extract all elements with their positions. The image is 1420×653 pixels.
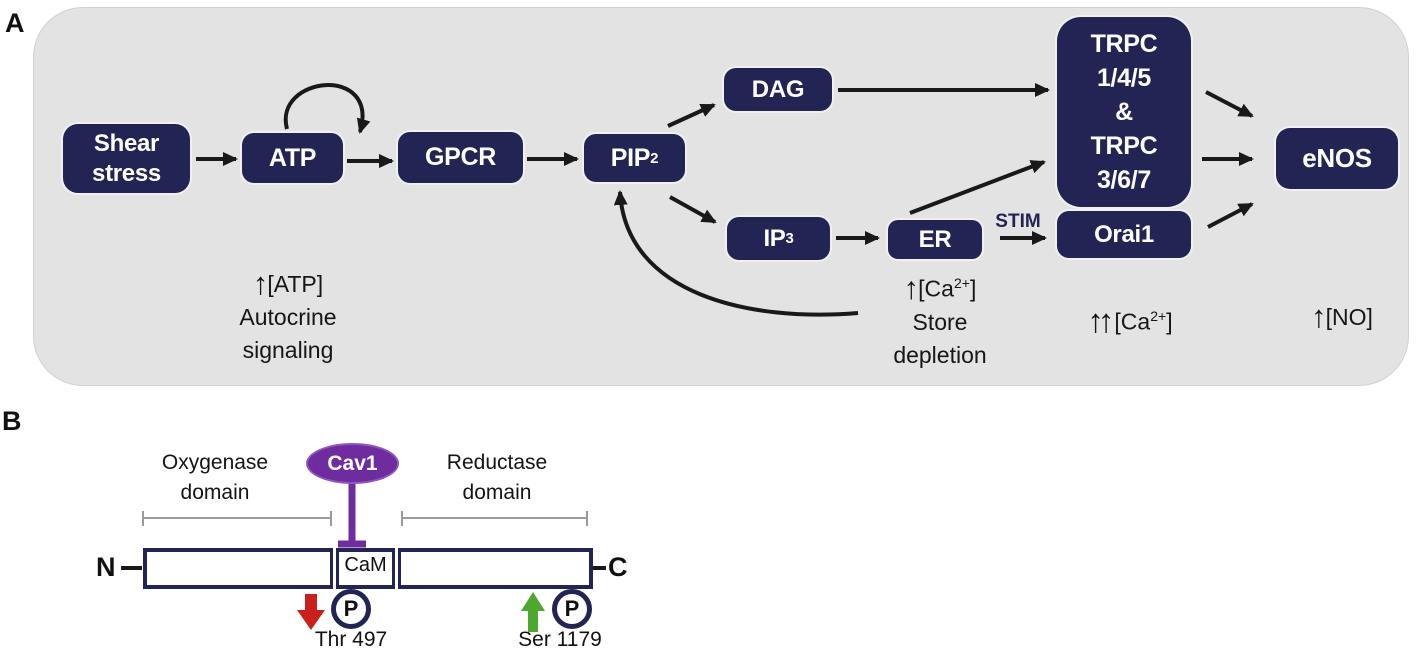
up-arrow-glyph: ↑ <box>252 266 268 301</box>
cam-divider-left <box>330 548 339 589</box>
oxygenase-domain-label: Oxygenase domain <box>125 448 305 508</box>
ser1179-label: Ser 1179 <box>518 628 602 651</box>
note-no-text: [NO] <box>1325 304 1373 330</box>
reductase-domain-label: Reductase domain <box>407 448 587 508</box>
node-shear-stress-line2: stress <box>92 159 161 187</box>
node-shear-stress: Shear stress <box>63 124 190 193</box>
cav1-label: Cav1 <box>327 451 378 475</box>
note-atp: ↑[ATP] Autocrine signaling <box>193 267 383 367</box>
trpc-line: TRPC <box>1090 132 1158 160</box>
node-er-label: ER <box>918 225 952 253</box>
phospho-p-label: P <box>343 596 359 621</box>
node-gpcr: GPCR <box>398 132 523 183</box>
node-enos: eNOS <box>1276 128 1398 189</box>
node-shear-stress-line1: Shear <box>93 129 160 157</box>
phospho-p-label: P <box>564 596 580 621</box>
node-orai1-label: Orai1 <box>1094 220 1154 248</box>
note-calcium-rise-sup: 2+ <box>1150 308 1167 324</box>
node-atp-label: ATP <box>268 143 317 172</box>
trpc-line: 3/6/7 <box>1096 166 1152 194</box>
node-dag-label: DAG <box>751 75 805 103</box>
green-up-arrow <box>521 592 545 632</box>
node-ip3-subscript: 3 <box>785 230 794 247</box>
cam-divider-right <box>392 548 401 589</box>
node-gpcr-label: GPCR <box>424 143 497 171</box>
thr497-label: Thr 497 <box>314 628 388 651</box>
reductase-line1: Reductase <box>446 451 548 474</box>
note-calcium-post: ] <box>969 275 977 302</box>
node-orai1: Orai1 <box>1057 211 1191 258</box>
up-arrow-glyph: ↑ <box>1311 299 1326 334</box>
node-trpc: TRPC 1/4/5 & TRPC 3/6/7 <box>1057 17 1191 207</box>
node-pip2-base: PIP <box>610 143 651 172</box>
node-er: ER <box>888 220 982 259</box>
note-calcium-sup: 2+ <box>953 275 970 291</box>
double-up-arrow-glyph: ↑↑ <box>1087 301 1114 339</box>
note-calcium-rise-pre: [Ca <box>1114 308 1151 335</box>
phospho-circle-ser1179: P <box>552 589 592 629</box>
n-terminus-label: N <box>96 552 116 582</box>
cam-label: CaM <box>344 554 387 576</box>
note-atp-line1: ↑[ATP] <box>193 267 383 301</box>
note-calcium-rise: ↑↑[Ca2+] <box>1040 300 1220 339</box>
note-atp-line2: Autocrine <box>239 304 337 330</box>
c-terminus-label: C <box>608 552 628 582</box>
enos-protein-bar <box>143 548 593 589</box>
reductase-line2: domain <box>462 481 532 504</box>
note-calcium-rise-post: ] <box>1166 308 1173 335</box>
node-ip3-base: IP <box>763 224 786 252</box>
note-atp-text: [ATP] <box>267 271 324 297</box>
stim-label: STIM <box>995 211 1041 232</box>
note-calcium-line3: depletion <box>893 341 987 368</box>
note-atp-line3: signaling <box>242 337 334 363</box>
trpc-line: 1/4/5 <box>1096 64 1152 92</box>
red-down-arrow <box>297 594 325 630</box>
phospho-circle-thr497: P <box>331 589 371 629</box>
note-no-rise: ↑[NO] <box>1272 300 1412 334</box>
note-calcium-pre: [Ca <box>918 275 954 302</box>
node-enos-label: eNOS <box>1302 143 1372 173</box>
node-atp: ATP <box>242 133 343 183</box>
up-arrow-glyph: ↑ <box>903 270 919 306</box>
node-dag: DAG <box>724 68 832 111</box>
oxygenase-line1: Oxygenase <box>161 451 269 474</box>
panel-b-label: B <box>2 406 22 436</box>
trpc-line: & <box>1115 98 1133 126</box>
node-pip2-subscript: 2 <box>650 149 659 167</box>
note-calcium-line2: Store <box>912 308 968 335</box>
cav1-ellipse: Cav1 <box>306 443 399 484</box>
panel-a-label: A <box>5 8 25 38</box>
oxygenase-line2: domain <box>180 481 250 504</box>
note-calcium-line1: ↑[Ca2+] <box>845 267 1035 306</box>
note-calcium-store: ↑[Ca2+] Store depletion <box>845 267 1035 372</box>
trpc-line: TRPC <box>1090 30 1158 58</box>
